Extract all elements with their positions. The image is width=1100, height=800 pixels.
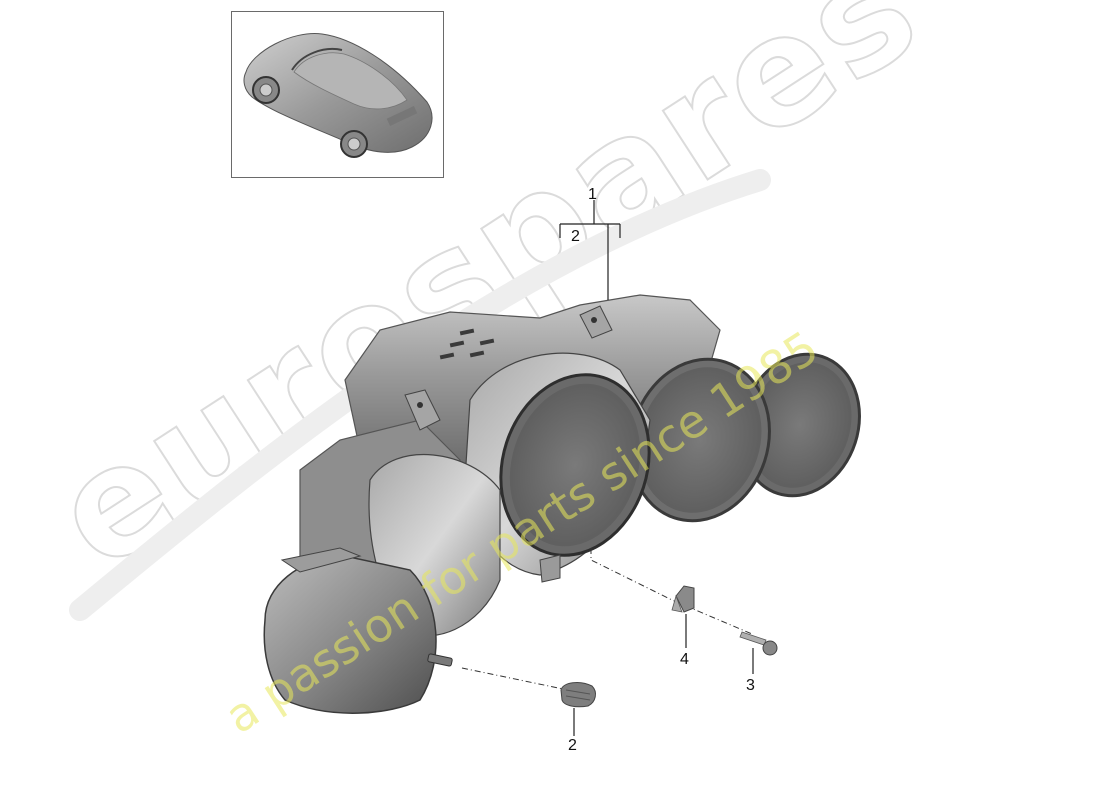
car-icon [243, 33, 433, 158]
instrument-cluster[interactable] [263, 294, 877, 714]
callout-3[interactable]: 3 [746, 677, 755, 694]
assembly-line [461, 548, 753, 691]
knob-cap-part[interactable] [560, 682, 596, 708]
callout-1[interactable]: 1 [588, 186, 597, 203]
callout-leader-1 [559, 200, 621, 300]
clip-nut-part[interactable] [671, 585, 695, 613]
screw-part[interactable] [739, 631, 778, 656]
callout-2-knob[interactable]: 2 [568, 737, 577, 754]
callout-4[interactable]: 4 [680, 651, 689, 668]
vehicle-thumbnail [231, 11, 444, 178]
callout-2-group[interactable]: 2 [571, 228, 580, 245]
